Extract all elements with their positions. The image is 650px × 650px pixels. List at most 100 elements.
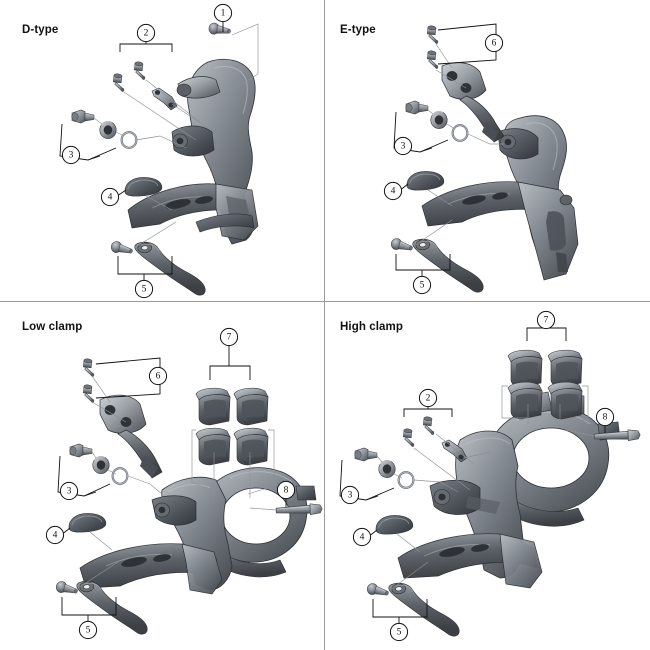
- panel-title-e-type: E-type: [340, 24, 376, 36]
- leader-8-low: [249, 507, 277, 511]
- part-7-shim-lr-high: [547, 381, 583, 420]
- callout-4-high-clamp-circle[interactable]: [352, 527, 372, 547]
- callout-6-e-type-label: 6: [492, 38, 497, 48]
- part-3-mount-bolt-high: [354, 447, 378, 462]
- callout-2-high-clamp-label: 2: [426, 393, 431, 403]
- leader-4-e: [427, 189, 453, 207]
- part-3-mount-bolt-d-type: [71, 109, 95, 124]
- callout-6-low-clamp-circle[interactable]: [148, 366, 168, 386]
- bracket-5-e: [395, 254, 451, 271]
- part-2-bolt-b-high: [422, 416, 436, 436]
- part-5-bolt-d-type: [109, 239, 135, 257]
- part-1-fixing-bolt-d-type: [207, 22, 232, 37]
- leader-5-high: [389, 561, 429, 591]
- part-7-shim-lr-low: [233, 427, 269, 466]
- panel-title-d-type: D-type: [22, 24, 59, 36]
- bracket-5-low: [61, 597, 117, 616]
- part-5-bolt-low: [54, 579, 80, 597]
- part-7-shim-ul-high: [507, 349, 543, 388]
- panel-artwork-d-type: 1 2 3: [59, 3, 259, 299]
- part-2-cable-plate-d-type: [151, 87, 178, 111]
- part-3-ring-high: [397, 471, 415, 489]
- callout-3-e-type-label: 3: [401, 141, 406, 151]
- callout-2-d-type-label: 2: [144, 28, 149, 38]
- leader-3-d: [135, 135, 187, 149]
- panel-artwork-low-clamp: 6 7 3: [45, 327, 323, 640]
- quadrant-divider-horizontal: [0, 301, 650, 302]
- callout-7-high-clamp-label: 7: [544, 315, 549, 325]
- callout-4-high-clamp-label: 4: [360, 532, 365, 542]
- part-6-bolt-a-e-type: [426, 25, 440, 45]
- callout-5-low-clamp-circle[interactable]: [78, 620, 98, 640]
- leader-7-low-b: [247, 429, 275, 495]
- part-3-washer-low: [92, 455, 110, 475]
- part-6-bolt-a-low: [82, 358, 96, 378]
- callout-4-d-type-circle[interactable]: [100, 187, 120, 207]
- part-7-shim-ur-high: [547, 349, 583, 388]
- part-2-bolt-a-high: [402, 428, 416, 448]
- leader-4-high: [396, 533, 421, 553]
- callout-6-e-type-circle[interactable]: [484, 33, 504, 53]
- callout-5-high-clamp-circle[interactable]: [389, 622, 409, 642]
- bracket-7-low-top: [209, 365, 251, 380]
- part-7-shim-ll-low: [195, 427, 231, 466]
- part-4-guide-cap-high: [374, 513, 414, 536]
- callout-5-d-type-circle[interactable]: [134, 279, 154, 299]
- callout-4-e-type-label: 4: [391, 186, 396, 196]
- callout-8-high-clamp-circle[interactable]: [595, 407, 615, 427]
- callout-3-e-type-circle[interactable]: [393, 136, 413, 156]
- callout-3-high-clamp-circle[interactable]: [340, 485, 360, 505]
- derailleur-body-e-type: [421, 115, 579, 281]
- part-7-shim-ur-low: [233, 387, 269, 426]
- leader-5-e: [413, 219, 453, 247]
- low-clamp-upper-arm: [99, 394, 163, 479]
- part-3-washer-high: [378, 459, 396, 479]
- callout-4-d-type-label: 4: [108, 192, 113, 202]
- leader-8-high: [565, 429, 595, 437]
- leader-3-high: [413, 479, 459, 493]
- panel-title-high-clamp: High clamp: [340, 321, 403, 333]
- part-3-mount-bolt-e-type: [405, 100, 429, 115]
- callout-8-high-clamp-label: 8: [603, 412, 608, 422]
- part-3-ring-d-type: [120, 131, 138, 149]
- callout-7-low-clamp-circle[interactable]: [219, 327, 239, 347]
- callout-4-low-clamp-circle[interactable]: [45, 525, 65, 545]
- part-2-bolt-a-d-type: [112, 73, 126, 93]
- derailleur-body-d-type: [127, 58, 259, 245]
- callout-4-low-clamp-label: 4: [53, 530, 58, 540]
- part-3-washer-d-type: [99, 120, 117, 140]
- bracket-5-high: [372, 599, 428, 618]
- callout-3-d-type-circle[interactable]: [61, 145, 81, 165]
- part-7-shim-ul-low: [195, 387, 231, 426]
- derailleur-body-low-clamp: [79, 476, 233, 595]
- callout-3-low-clamp-label: 3: [67, 486, 72, 496]
- callout-7-high-clamp-circle[interactable]: [536, 310, 556, 330]
- callout-7-low-clamp-label: 7: [227, 332, 232, 342]
- part-5-bolt-e-type: [389, 236, 415, 254]
- part-2-bolt-b-d-type: [133, 61, 147, 81]
- callout-5-e-type-circle[interactable]: [412, 275, 432, 295]
- callout-4-e-type-circle[interactable]: [383, 181, 403, 201]
- quadrant-divider-vertical: [324, 0, 325, 650]
- part-3-ring-e-type: [451, 124, 469, 142]
- derailleur-body-high-clamp: [397, 430, 543, 589]
- part-3-mount-bolt-low: [69, 443, 93, 458]
- leader-7-low-a: [191, 429, 217, 493]
- callout-2-d-type-circle[interactable]: [136, 23, 156, 43]
- bracket-2-d: [119, 43, 173, 52]
- callout-3-high-clamp-label: 3: [348, 490, 353, 500]
- leader-1-d: [221, 23, 259, 97]
- callout-5-high-clamp-label: 5: [397, 627, 402, 637]
- callout-1-d-type-label: 1: [221, 8, 226, 18]
- callout-8-low-clamp-circle[interactable]: [276, 480, 296, 500]
- leader-5-low: [77, 561, 119, 589]
- bracket-2-high: [403, 408, 453, 417]
- callout-3-low-clamp-circle[interactable]: [59, 481, 79, 501]
- leader-2a-d: [123, 91, 197, 141]
- part-7-shim-ll-high: [507, 381, 543, 420]
- callout-2-high-clamp-circle[interactable]: [418, 388, 438, 408]
- part-3-washer-e-type: [430, 110, 448, 130]
- leader-4-d: [145, 195, 173, 211]
